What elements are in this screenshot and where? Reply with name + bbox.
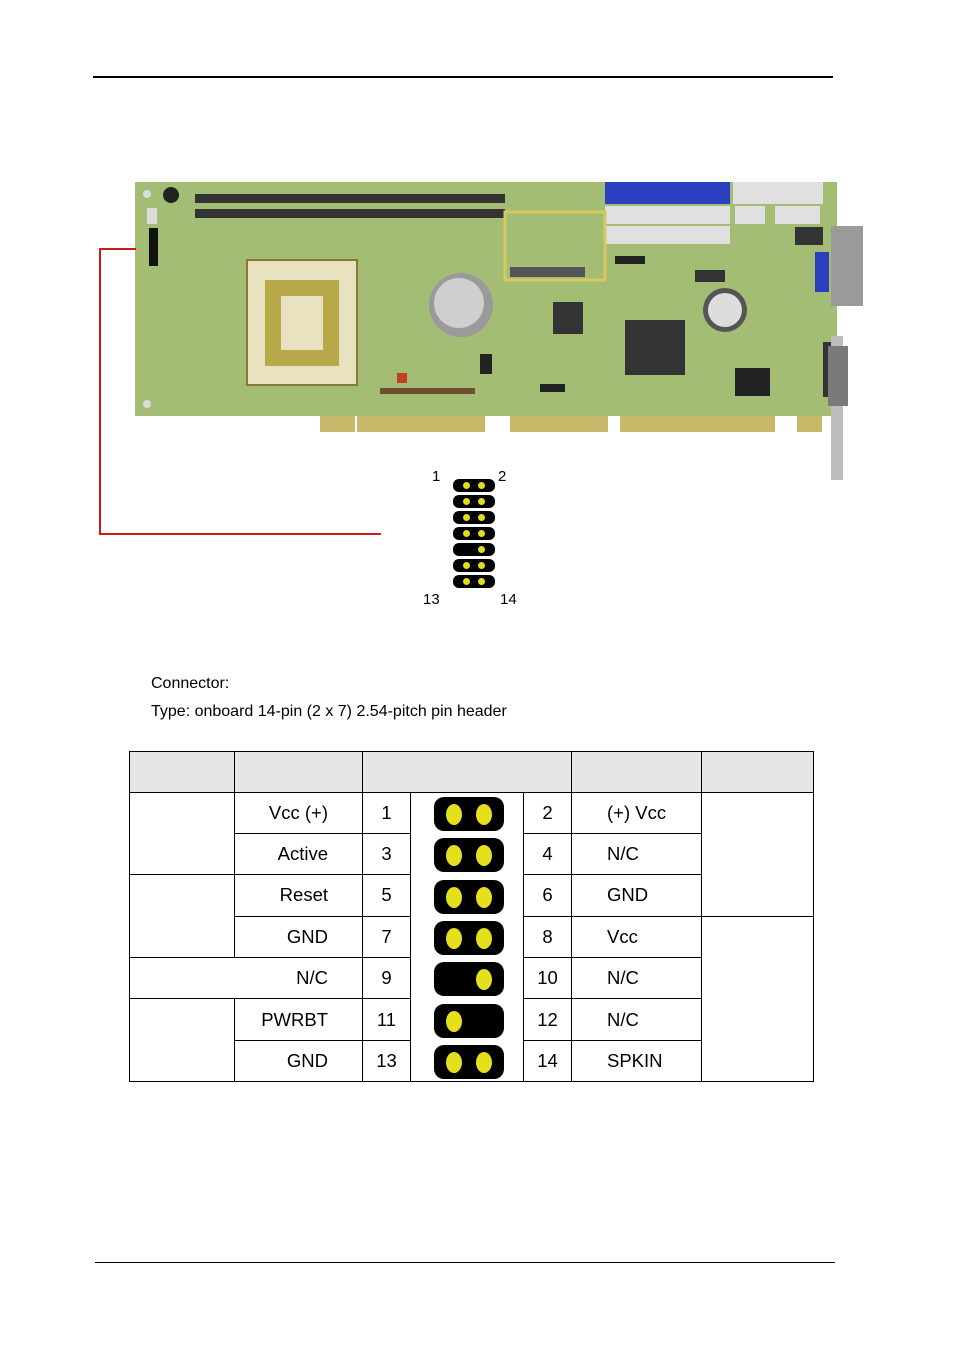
leader-line-bottom xyxy=(99,533,381,535)
table-row: Active 3 4 N/C xyxy=(130,833,814,875)
left-function: PWRBT xyxy=(234,998,363,1041)
pin-pair-7-8 xyxy=(434,920,504,955)
pin-13 xyxy=(446,1051,462,1073)
io-bracket xyxy=(828,226,863,480)
connector-type: Type: onboard 14-pin (2 x 7) 2.54-pitch … xyxy=(151,703,507,720)
table-row: PWRBT 11 12 N/C xyxy=(129,998,814,1082)
pin-pair-11-12 xyxy=(434,1003,504,1038)
pin-pair-9-10 xyxy=(434,962,504,997)
left-function: N/C xyxy=(129,957,363,1000)
pin-4 xyxy=(476,845,492,867)
group-cell xyxy=(129,792,235,875)
pin-header-diagram xyxy=(453,479,495,591)
right-function: (+) Vcc xyxy=(571,792,702,834)
pin-8 xyxy=(476,927,492,949)
right-function: N/C xyxy=(571,833,702,875)
leader-line-vertical xyxy=(99,248,101,535)
right-pin: 10 xyxy=(523,957,572,1000)
right-pin: 4 xyxy=(523,833,572,875)
left-pin: 7 xyxy=(362,915,411,959)
pin-6 xyxy=(476,886,492,908)
pin-3 xyxy=(446,845,462,867)
left-function: Vcc (+) xyxy=(234,792,363,834)
pin-pair-3-4 xyxy=(434,838,504,873)
table-row: GND 13 14 SPKIN xyxy=(130,1040,814,1082)
group-cell xyxy=(701,792,814,917)
top-rule xyxy=(93,76,833,78)
right-pin: 2 xyxy=(523,792,572,834)
table-row: GND 7 8 Vcc xyxy=(130,915,814,1083)
left-pin: 3 xyxy=(362,833,411,875)
pin-5 xyxy=(446,886,462,908)
header-cell xyxy=(362,751,572,793)
pin-number-13: 13 xyxy=(423,591,440,608)
right-function: GND xyxy=(571,874,702,917)
group-cell xyxy=(129,998,235,1082)
table-row: N/C 9 10 N/C xyxy=(129,957,814,1000)
motherboard-image xyxy=(135,182,837,434)
pin-10 xyxy=(476,969,492,991)
pin-1 xyxy=(446,804,462,825)
pin-14 xyxy=(476,1051,492,1073)
leader-line-top xyxy=(99,248,136,250)
right-function: N/C xyxy=(571,957,702,1000)
table-row: Vcc (+) 1 2 (+) Vcc xyxy=(129,792,814,1082)
group-cell xyxy=(129,873,235,959)
pin-11 xyxy=(446,1010,462,1032)
pin-2 xyxy=(476,804,492,825)
pin-7 xyxy=(446,927,462,949)
left-pin: 1 xyxy=(362,792,411,834)
right-pin: 14 xyxy=(523,1040,572,1082)
pin-assignment-table: Vcc (+) 1 2 (+) Vcc Active 3 4 N/C Reset… xyxy=(129,751,814,1083)
pin-number-14: 14 xyxy=(500,591,517,608)
header-cell xyxy=(571,751,702,793)
left-pin: 9 xyxy=(362,957,411,1000)
header-cell xyxy=(234,751,363,793)
right-pin: 8 xyxy=(523,915,572,959)
table-header-row xyxy=(129,751,814,793)
right-function: Vcc xyxy=(571,915,702,959)
left-pin: 5 xyxy=(362,874,411,917)
left-pin: 11 xyxy=(362,998,411,1041)
left-function: Active xyxy=(234,833,363,875)
right-function: N/C xyxy=(571,998,702,1041)
pin-visual-cell xyxy=(410,792,524,1082)
group-cell xyxy=(701,915,814,1083)
pin-pair-13-14 xyxy=(434,1044,504,1079)
pin-pair-5-6 xyxy=(434,879,504,914)
pin-pair-1-2 xyxy=(434,797,504,831)
bottom-rule xyxy=(95,1262,835,1263)
right-pin: 12 xyxy=(523,998,572,1041)
right-pin: 6 xyxy=(523,874,572,917)
pin-header-visual xyxy=(411,793,523,1081)
header-cell xyxy=(701,751,814,793)
pin-number-2: 2 xyxy=(498,468,507,485)
left-pin: 13 xyxy=(362,1040,411,1082)
left-function: GND xyxy=(234,1040,363,1082)
left-function: GND xyxy=(234,915,363,959)
left-function: Reset xyxy=(234,874,363,917)
right-function: SPKIN xyxy=(571,1040,702,1082)
connector-label: Connector: xyxy=(151,675,230,692)
header-cell xyxy=(129,751,235,793)
pin-number-1: 1 xyxy=(432,468,441,485)
